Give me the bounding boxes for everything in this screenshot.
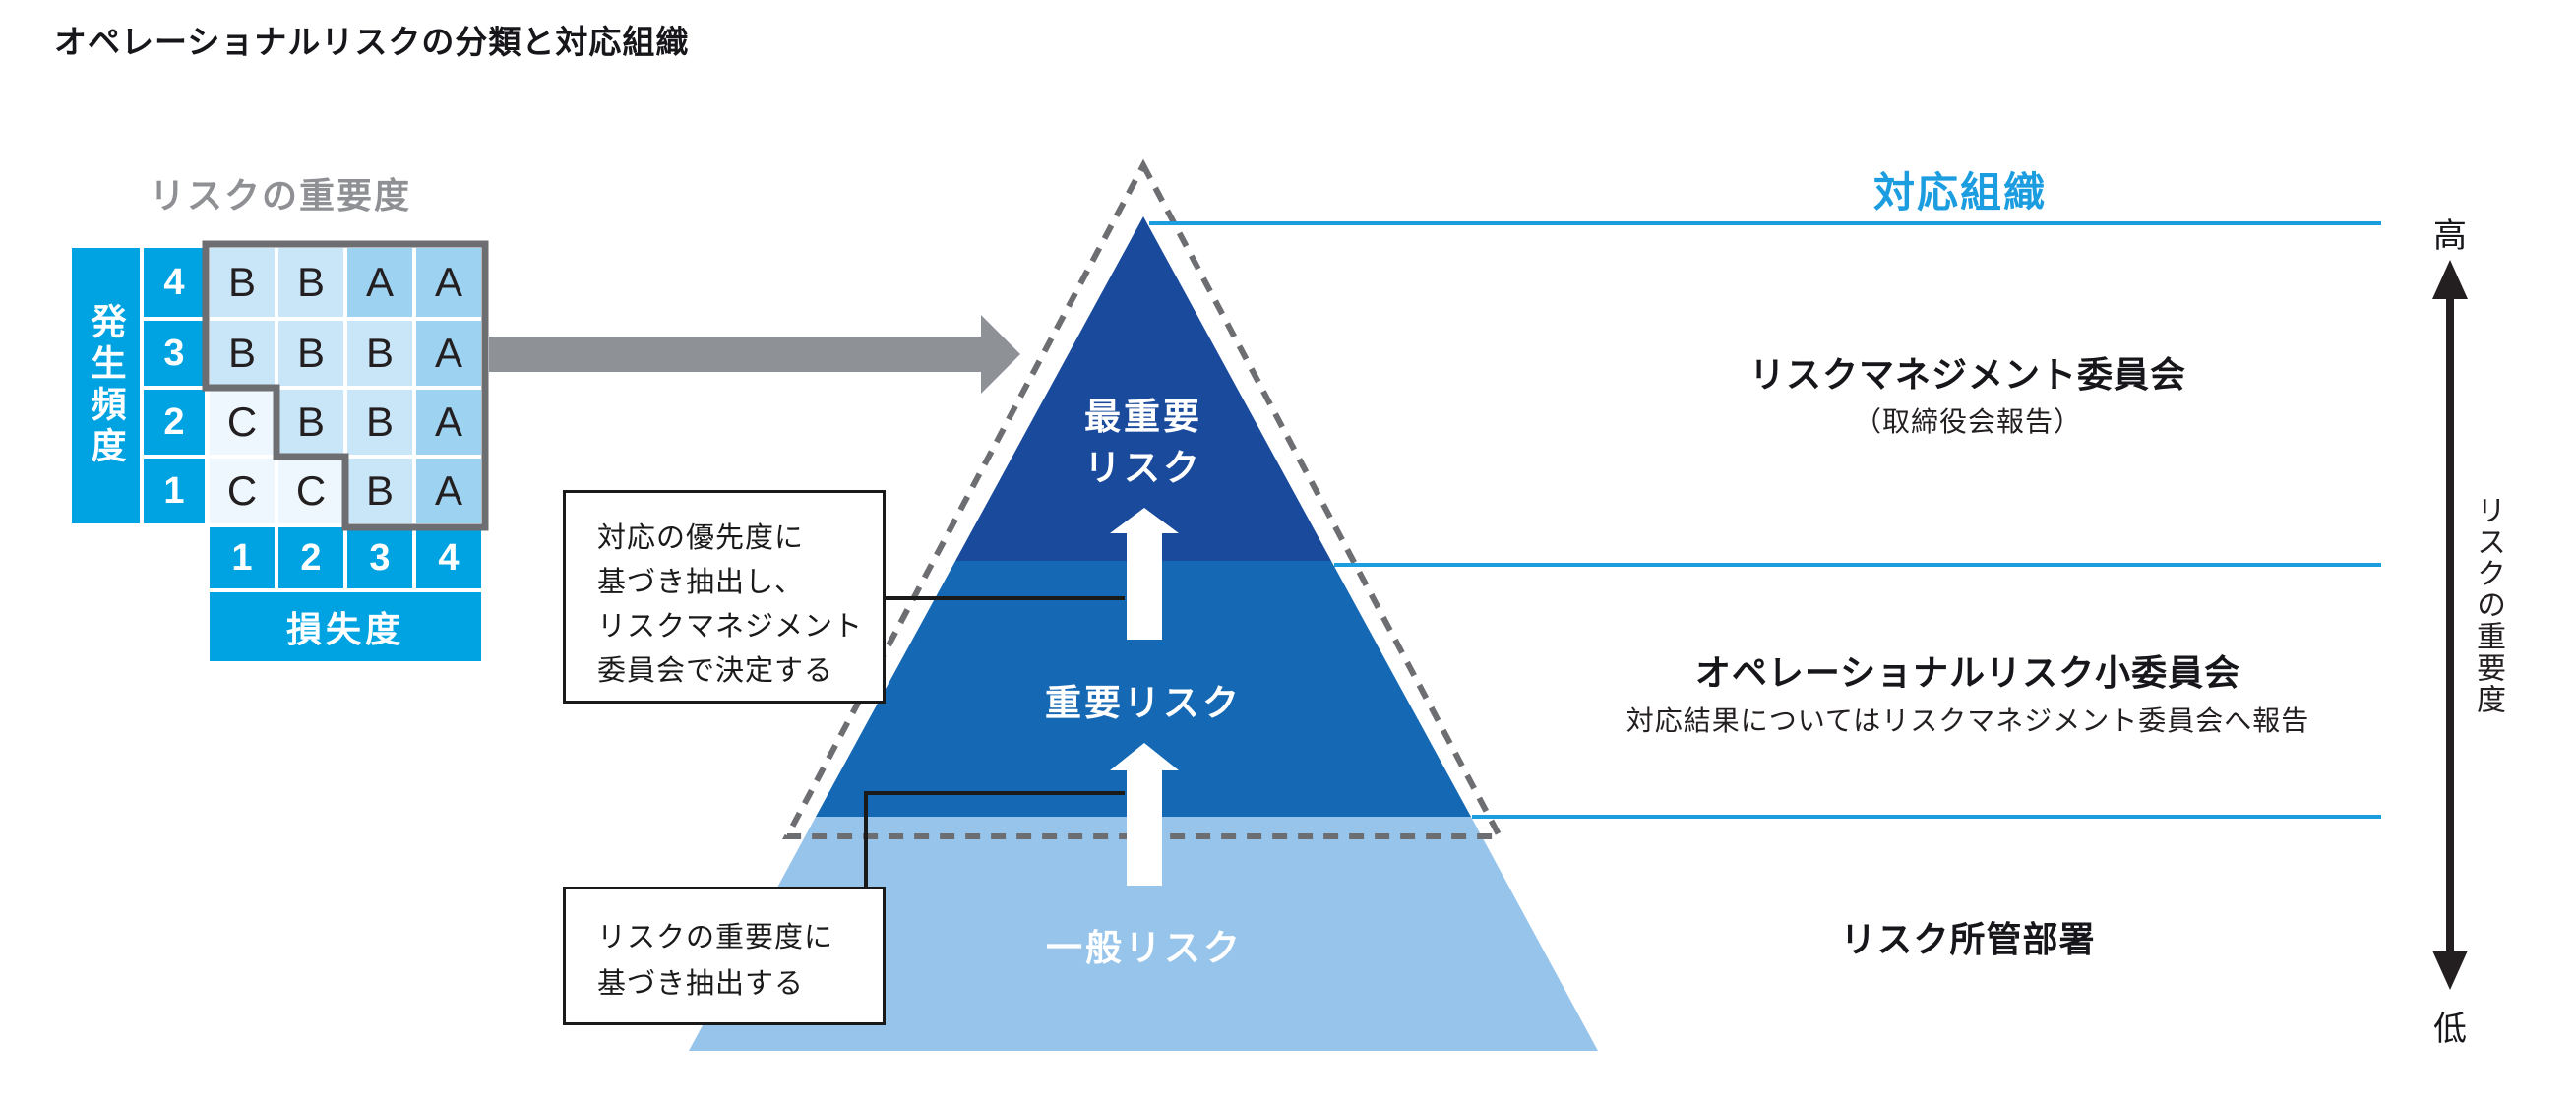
pyramid-middle-label: 重要リスク <box>1045 683 1242 723</box>
pyramid-top-label-line1: 最重要 <box>1084 397 1202 437</box>
organizations-header: 対応組織 <box>1872 169 2047 215</box>
matrix-col-label: 1 <box>210 527 275 588</box>
matrix-col-labels: 1 2 3 4 <box>210 527 481 588</box>
note-box-importance: リスクの重要度に 基づき抽出する <box>563 887 886 1025</box>
matrix-cell: B <box>278 390 343 455</box>
axis-vertical-label: リスクの重要度 <box>2472 495 2504 715</box>
org-level2-sub: 対応結果についてはリスクマネジメント委員会へ報告 <box>1625 705 2310 736</box>
matrix-title: リスクの重要度 <box>149 175 411 215</box>
dashed-triangle-outline <box>782 158 1504 839</box>
matrix-cell: B <box>347 321 412 386</box>
matrix-cell: B <box>347 459 412 523</box>
matrix-row-label: 2 <box>144 390 205 455</box>
matrix-row-labels: 4 3 2 1 <box>144 248 205 523</box>
pyramid-top-band <box>955 216 1331 561</box>
matrix-col-label: 2 <box>278 527 343 588</box>
matrix-cell: A <box>416 390 481 455</box>
note-box-priority: 対応の優先度に 基づき抽出し、 リスクマネジメント 委員会で決定する <box>563 490 886 704</box>
pyramid-top-label-line2: リスク <box>1084 448 1202 488</box>
matrix-col-label: 4 <box>416 527 481 588</box>
risk-matrix-grid: B B A A B B B A C B B A C C B A <box>210 248 481 523</box>
matrix-col-label: 3 <box>347 527 412 588</box>
matrix-cell: A <box>416 459 481 523</box>
note1-line: リスクマネジメント <box>597 611 864 643</box>
page-title: オペレーショナルリスクの分類と対応組織 <box>54 24 690 60</box>
matrix-x-axis-label: 損失度 <box>210 592 481 661</box>
note1-line: 対応の優先度に <box>597 522 805 554</box>
matrix-cell: C <box>210 390 275 455</box>
importance-axis-shaft <box>2446 295 2454 954</box>
note1-line: 基づき抽出し、 <box>597 567 805 598</box>
matrix-cell: C <box>278 459 343 523</box>
matrix-y-axis-label: 発生頻度 <box>72 248 140 523</box>
matrix-cell: A <box>347 248 412 317</box>
importance-axis-down-arrowhead-icon <box>2432 951 2468 990</box>
note2-line: リスクの重要度に <box>597 922 834 953</box>
pyramid-bottom-label: 一般リスク <box>1046 928 1243 968</box>
matrix-cell: B <box>278 248 343 317</box>
matrix-cell: B <box>210 321 275 386</box>
note2-connector-line <box>864 791 1125 887</box>
matrix-cell: A <box>416 248 481 317</box>
note2-line: 基づき抽出する <box>597 968 805 1000</box>
matrix-to-pyramid-arrow-icon <box>489 315 1020 394</box>
org-level3-name: リスク所管部署 <box>1840 919 2096 959</box>
matrix-cell: B <box>347 390 412 455</box>
matrix-cell: A <box>416 321 481 386</box>
axis-high-label: 高 <box>2433 217 2467 255</box>
matrix-cell: B <box>278 321 343 386</box>
pyramid-top-label: 最重要 リスク <box>996 392 1291 494</box>
axis-low-label: 低 <box>2433 1011 2467 1048</box>
matrix-cell: C <box>210 459 275 523</box>
matrix-cell: B <box>210 248 275 317</box>
matrix-row-label: 3 <box>144 321 205 386</box>
importance-axis-up-arrowhead-icon <box>2432 260 2468 299</box>
matrix-row-label: 1 <box>144 459 205 523</box>
org-level1-name: リスクマネジメント委員会 <box>1748 354 2186 395</box>
org-level1-sub: （取締役会報告） <box>1853 406 2082 437</box>
note1-line: 委員会で決定する <box>597 655 834 687</box>
up-arrow-to-top-icon <box>1110 508 1179 640</box>
matrix-row-label: 4 <box>144 248 205 317</box>
org-level2-name: オペレーショナルリスク小委員会 <box>1694 652 2241 693</box>
up-arrow-to-middle-icon <box>1110 743 1179 886</box>
